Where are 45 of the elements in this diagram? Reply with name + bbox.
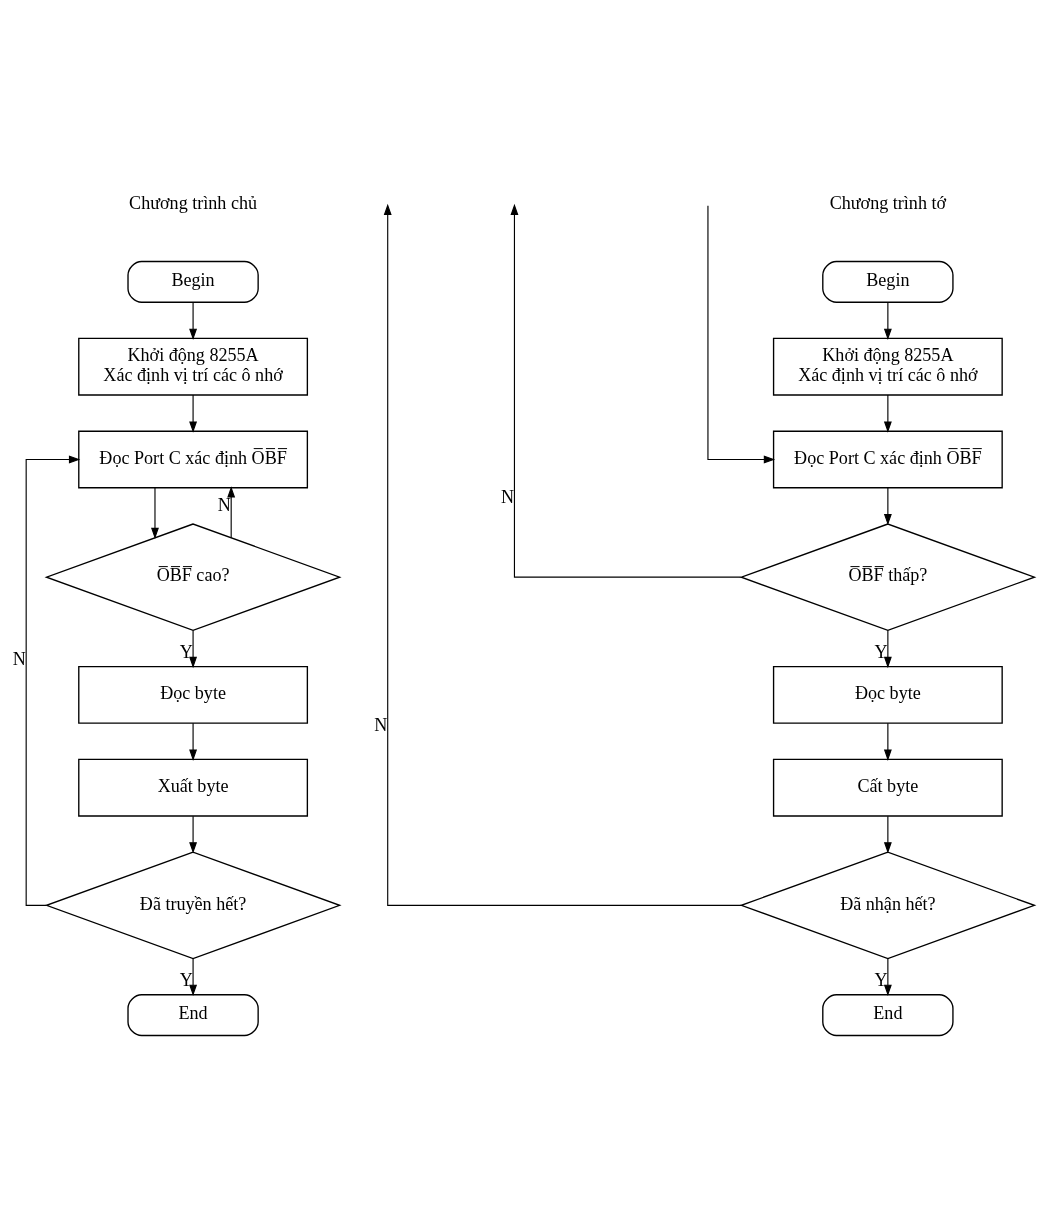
- edge-label: N: [217, 495, 231, 516]
- node-box: Đọc byte: [772, 665, 1003, 724]
- edge-label: Y: [179, 970, 193, 991]
- arrow: [189, 394, 198, 433]
- node-diamond: O̅B̅F̅ cao?: [44, 523, 342, 632]
- edge-label: N: [501, 487, 515, 508]
- edge-label: Y: [874, 970, 888, 991]
- node-diamond: Đã nhận hết?: [739, 851, 1037, 960]
- node-box: Khởi động 8255A Xác định vị trí các ô nhớ: [772, 337, 1003, 396]
- node-box: Đọc Port C xác định O̅B̅F̅: [78, 430, 309, 489]
- node-box: Đọc Port C xác định O̅B̅F̅: [772, 430, 1003, 489]
- node-box: Xuất byte: [78, 758, 309, 817]
- edge-label: Y: [179, 642, 193, 663]
- arrow: [383, 203, 742, 906]
- arrow: [883, 301, 892, 341]
- arrow: [883, 629, 892, 669]
- arrow: [151, 487, 159, 540]
- arrow: [510, 203, 742, 578]
- node-box: Cất byte: [772, 758, 1003, 817]
- node-diamond: Đã truyền hết?: [44, 851, 342, 960]
- arrow: [883, 958, 892, 996]
- label: Chương trình tớ: [829, 193, 947, 214]
- arrow: [883, 815, 892, 854]
- edge-label: Y: [874, 642, 888, 663]
- arrow: [883, 722, 892, 761]
- edge-label: N: [12, 648, 26, 669]
- edge-label: N: [374, 714, 388, 735]
- arrow: [883, 487, 892, 526]
- label: Chương trình chủ: [129, 193, 258, 214]
- node-box: Khởi động 8255A Xác định vị trí các ô nhớ: [78, 337, 309, 396]
- node-box: End: [822, 994, 954, 1037]
- node-box: Đọc byte: [78, 665, 309, 724]
- arrow: [227, 486, 236, 539]
- node-box: Begin: [822, 260, 954, 303]
- arrow: [883, 394, 892, 433]
- node-box: End: [127, 994, 259, 1037]
- node-diamond: O̅B̅F̅ thấp?: [739, 523, 1037, 632]
- arrow: [189, 629, 198, 669]
- arrow: [189, 958, 198, 996]
- arrow: [25, 455, 81, 906]
- arrow: [707, 205, 776, 464]
- arrow: [189, 301, 198, 341]
- arrow: [189, 815, 198, 854]
- arrow: [189, 722, 198, 761]
- node-box: Begin: [127, 260, 259, 303]
